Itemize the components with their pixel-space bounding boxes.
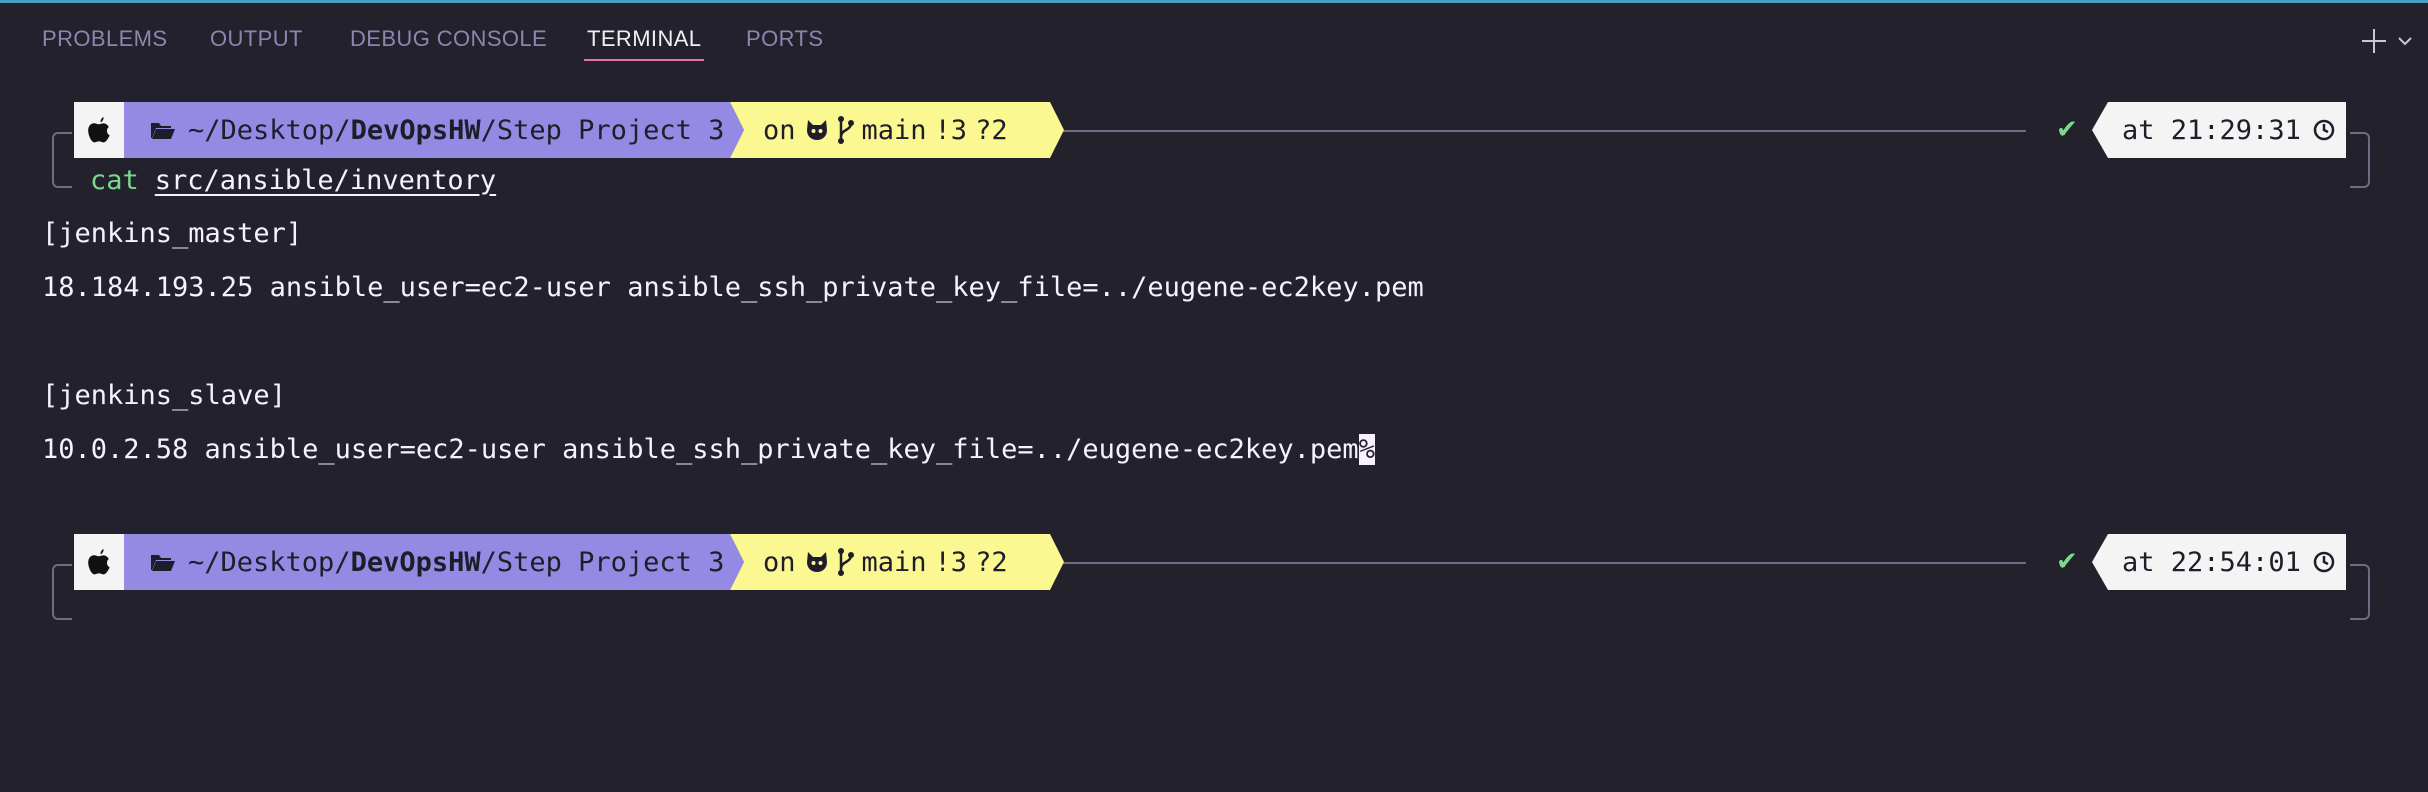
prompt-line-2: ~/Desktop/DevOpsHW/Step Project 3 on mai… (0, 534, 2428, 620)
folder-icon (151, 123, 175, 139)
panel-actions (2358, 24, 2414, 58)
github-icon (806, 120, 827, 140)
prompt-connector-line (1060, 562, 2026, 564)
command-line[interactable]: cat src/ansible/inventory (90, 162, 496, 198)
branch-name: main (861, 546, 927, 578)
output-line-last: 10.0.2.58 ansible_user=ec2-user ansible_… (42, 434, 1375, 465)
prompt-time: 22:54:01 (2170, 546, 2301, 578)
time-prefix: at (2122, 114, 2155, 146)
time-segment: at 21:29:31 (2092, 102, 2346, 158)
tab-terminal[interactable]: TERMINAL (587, 26, 702, 51)
clock-icon (2313, 551, 2335, 573)
output-line: 18.184.193.25 ansible_user=ec2-user ansi… (42, 272, 1424, 303)
git-modified-count: !3 (934, 546, 968, 578)
git-on-label: on (763, 114, 796, 146)
apple-icon (88, 549, 110, 575)
git-segment: on main !3 ?2 (730, 102, 1064, 158)
folder-icon (151, 555, 175, 571)
git-untracked-count: ?2 (975, 546, 1008, 578)
git-untracked-count: ?2 (975, 114, 1008, 146)
active-tab-indicator (584, 59, 704, 61)
command-argument-path[interactable]: src/ansible/inventory (154, 164, 497, 196)
clock-icon (2313, 119, 2335, 141)
prompt-frame-left (52, 564, 72, 620)
path-segment: ~/Desktop/DevOpsHW/Step Project 3 (124, 534, 744, 590)
prompt-frame-right (2350, 564, 2370, 620)
branch-name: main (861, 114, 927, 146)
success-check-icon: ✔ (2056, 115, 2078, 145)
terminal-cursor: % (1358, 434, 1375, 465)
tab-debug-console[interactable]: DEBUG CONSOLE (350, 26, 548, 51)
git-branch-icon (837, 548, 854, 576)
prompt-line-1: ~/Desktop/DevOpsHW/Step Project 3 on mai… (0, 102, 2428, 196)
path-text: ~/Desktop/DevOpsHW/Step Project 3 (188, 546, 725, 578)
output-line: [jenkins_master] (42, 218, 303, 249)
git-branch-icon (837, 116, 854, 144)
prompt-frame-right (2350, 132, 2370, 188)
terminal-empty-area[interactable] (0, 620, 2428, 792)
time-segment: at 22:54:01 (2092, 534, 2346, 590)
path-segment: ~/Desktop/DevOpsHW/Step Project 3 (124, 102, 744, 158)
git-segment: on main !3 ?2 (730, 534, 1064, 590)
command-name: cat (90, 164, 139, 196)
git-modified-count: !3 (934, 114, 968, 146)
os-segment (74, 102, 124, 158)
plus-icon[interactable] (2358, 25, 2390, 57)
github-icon (806, 552, 827, 572)
time-prefix: at (2122, 546, 2155, 578)
chevron-down-icon[interactable] (2396, 32, 2414, 50)
success-check-icon: ✔ (2056, 547, 2078, 577)
prompt-frame-left (52, 132, 72, 188)
tab-problems[interactable]: PROBLEMS (42, 26, 168, 51)
tab-output[interactable]: OUTPUT (210, 26, 303, 51)
output-line: [jenkins_slave] (42, 380, 286, 411)
os-segment (74, 534, 124, 590)
apple-icon (88, 117, 110, 143)
path-text: ~/Desktop/DevOpsHW/Step Project 3 (188, 114, 725, 146)
git-on-label: on (763, 546, 796, 578)
output-text: 10.0.2.58 ansible_user=ec2-user ansible_… (42, 434, 1359, 465)
panel-top-border (0, 0, 2428, 3)
panel-tab-bar: PROBLEMS OUTPUT DEBUG CONSOLE TERMINAL P… (0, 0, 2428, 78)
prompt-connector-line (1060, 130, 2026, 132)
prompt-time: 21:29:31 (2170, 114, 2301, 146)
tab-ports[interactable]: PORTS (746, 26, 824, 51)
